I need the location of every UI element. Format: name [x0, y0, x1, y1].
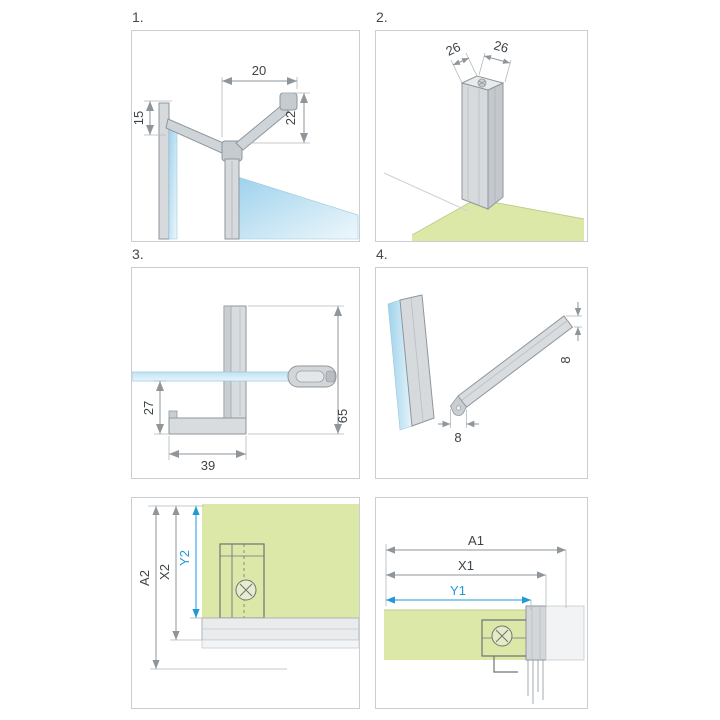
vertical-dimensions-drawing: A2 X2 Y2	[137, 504, 359, 670]
panel-3-wall-bracket: 3.	[131, 246, 360, 479]
wall-bracket-drawing: 27 39 65	[132, 305, 350, 473]
dim-A1: A1	[386, 533, 567, 608]
dim-26-right-label: 26	[492, 38, 510, 56]
panel-1-corner-detail: 1.	[131, 9, 360, 242]
dim-8-height: 8	[558, 302, 582, 364]
panel-2-number: 2.	[376, 9, 388, 25]
glass-bar	[132, 371, 303, 382]
dim-Y2: Y2	[177, 506, 204, 619]
dim-Y1: Y1	[386, 583, 532, 610]
glass-panel-left	[168, 126, 178, 240]
panel-3-number: 3.	[132, 246, 144, 262]
panel-6-horizontal-dimensions: A1 X1 Y1	[375, 497, 588, 709]
dim-26-right: 26	[478, 38, 512, 83]
panel-1-number: 1.	[132, 9, 144, 25]
dim-15-label: 15	[132, 111, 146, 125]
panel-2-profile-column: 2.	[375, 9, 588, 242]
dim-39: 39	[168, 436, 247, 473]
horizontal-dimensions-drawing: A1 X1 Y1	[384, 533, 585, 704]
bar-end-clamp	[287, 365, 337, 388]
dim-20-label: 20	[252, 63, 266, 78]
dim-26-left: 26	[443, 39, 478, 84]
glass-panel-right	[237, 176, 359, 240]
dim-15: 15	[132, 100, 172, 136]
dim-20: 20	[221, 63, 298, 137]
panel-4-number: 4.	[376, 246, 388, 262]
dim-8-height-label: 8	[558, 356, 573, 363]
dim-39-label: 39	[201, 458, 215, 473]
wall-bracket	[279, 92, 298, 111]
profile-column-drawing: 26 26	[383, 38, 585, 241]
dim-x2-label: X2	[157, 564, 172, 580]
dim-26-left-label: 26	[443, 39, 462, 59]
screw-icon	[235, 579, 257, 601]
profile-cross-section	[481, 619, 526, 673]
screw-icon	[477, 78, 487, 88]
dim-a2-label: A2	[137, 570, 152, 586]
wall-profile	[223, 305, 247, 419]
corner-detail-drawing: 20 22 15	[132, 63, 359, 240]
panel-5-vertical-dimensions: A2 X2 Y2	[131, 497, 360, 709]
dim-8-width: 8	[438, 409, 479, 445]
profile-column	[460, 75, 505, 211]
profile-column-front	[461, 82, 489, 210]
screw-icon	[491, 625, 513, 647]
wall-profile-left	[158, 102, 178, 240]
wall-profile-strip	[525, 605, 585, 661]
profile-column-side	[487, 82, 504, 211]
dim-27: 27	[141, 380, 169, 435]
dim-27-label: 27	[141, 401, 156, 415]
corner-connector	[221, 140, 243, 240]
dim-y1-label: Y1	[450, 583, 466, 598]
dim-X1: X1	[386, 558, 547, 608]
profile-foot	[168, 410, 247, 435]
dim-22: 22	[250, 92, 310, 144]
glass-break-lines	[527, 660, 544, 704]
wall-area	[202, 504, 359, 618]
wall-corner-line	[383, 172, 469, 212]
panel-4-seal-profile: 4.	[375, 246, 588, 479]
return-panel	[545, 605, 585, 661]
glass-panel-edge	[387, 294, 435, 431]
dim-22-label: 22	[283, 111, 298, 125]
dim-8-width-label: 8	[454, 430, 461, 445]
dim-65: 65	[248, 305, 350, 435]
dim-x1-label: X1	[458, 558, 474, 573]
dim-y2-label: Y2	[177, 550, 192, 566]
seal-profile-drawing: 8 8	[387, 294, 582, 445]
support-arm-right	[235, 92, 298, 151]
seal-strip	[450, 315, 574, 416]
floor-profile	[150, 617, 359, 670]
dim-a1-label: A1	[468, 533, 484, 548]
dim-A2: A2	[137, 506, 160, 669]
dim-X2: X2	[157, 506, 202, 641]
dim-65-label: 65	[335, 409, 350, 423]
